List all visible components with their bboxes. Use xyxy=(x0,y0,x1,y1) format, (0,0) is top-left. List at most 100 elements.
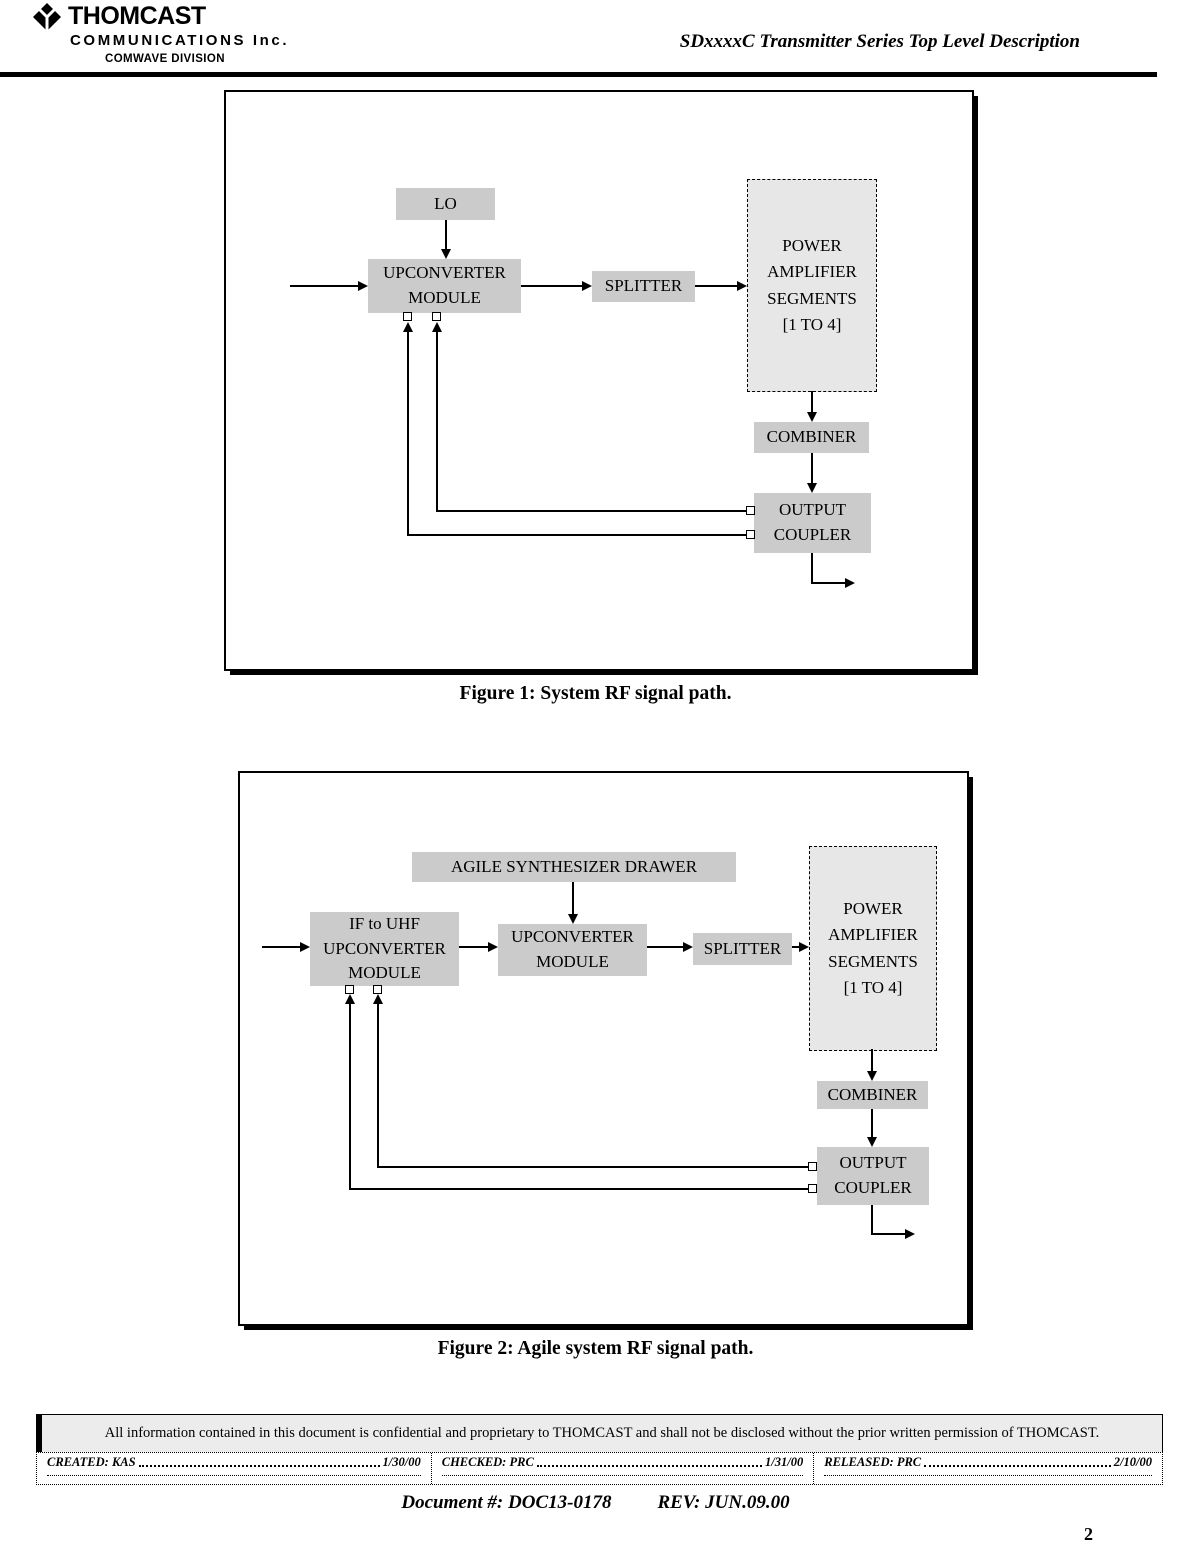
figure1-feedback-lower-line-h xyxy=(407,534,747,536)
figure2-upconverter-label-2: MODULE xyxy=(536,952,609,971)
figure2-combiner-label: COMBINER xyxy=(827,1084,918,1104)
figure2-splitter-pa-line xyxy=(792,946,799,948)
checked-label: CHECKED: PRC xyxy=(441,1455,534,1469)
figure2-agile-synthesizer-box: AGILE SYNTHESIZER DRAWER xyxy=(412,852,736,882)
figure2-if-label-3: MODULE xyxy=(348,963,421,983)
figure1-combiner-oc-line xyxy=(811,453,813,483)
figure2-pa-label-3: SEGMENTS xyxy=(828,951,918,971)
figure1-pa-label-3: SEGMENTS xyxy=(767,288,857,308)
figure2-combiner-box: COMBINER xyxy=(817,1081,928,1109)
created-leader xyxy=(138,1465,380,1467)
figure1-output-coupler-box: OUTPUT COUPLER xyxy=(754,493,871,553)
figure2-splitter-pa-arrowhead xyxy=(799,942,809,952)
figure2-input-arrowhead xyxy=(300,942,310,952)
figure1-output-line-v xyxy=(811,553,813,583)
figure1-upc-splitter-arrowhead xyxy=(582,281,592,291)
figure1-lo-box: LO xyxy=(396,188,495,220)
figure2-output-arrowhead xyxy=(905,1229,915,1239)
figure2-if-upc-arrowhead xyxy=(488,942,498,952)
created-date: 1/30/00 xyxy=(382,1455,421,1469)
figure2-feedback-right-line-v xyxy=(377,1002,379,1167)
figure2-if-upc-line xyxy=(459,946,488,948)
signoff-cell-checked: CHECKED: PRC 1/31/00 xyxy=(430,1453,814,1484)
figure1-upconverter-box: UPCONVERTER MODULE xyxy=(368,259,521,313)
figure2-splitter-label: SPLITTER xyxy=(703,938,782,958)
figure1-power-amplifier-box: POWER AMPLIFIER SEGMENTS [1 TO 4] xyxy=(747,179,877,392)
figure1-splitter-box: SPLITTER xyxy=(592,271,695,302)
figure2-combiner-oc-arrowhead xyxy=(867,1137,877,1147)
figure1-upc-port-left xyxy=(403,312,412,321)
figure2-combiner-oc-line xyxy=(871,1109,873,1137)
brand-name: THOMCAST xyxy=(68,2,206,30)
signoff-row: CREATED: KAS 1/30/00 CHECKED: PRC 1/31/0… xyxy=(36,1452,1163,1485)
figure1-upconverter-label-2: MODULE xyxy=(408,288,481,307)
figure1-oc-label-2: COUPLER xyxy=(773,525,852,544)
figure1-feedback-right-arrowhead xyxy=(432,322,442,332)
checked-date: 1/31/00 xyxy=(765,1455,804,1469)
brand-subtitle: COMMUNICATIONS Inc. xyxy=(70,32,290,49)
figure1-lo-arrowhead xyxy=(441,249,451,259)
figure1-splitter-pa-line xyxy=(695,285,737,287)
figure2-oc-label-2: COUPLER xyxy=(834,1178,912,1197)
document-title: SDxxxxC Transmitter Series Top Level Des… xyxy=(679,31,1080,52)
figure1-oc-port-upper xyxy=(746,506,755,515)
figure1-oc-label-1: OUTPUT xyxy=(778,500,847,520)
signoff-cell-released: RELEASED: PRC 2/10/00 xyxy=(813,1453,1162,1484)
figure2-if-port-right xyxy=(373,985,382,994)
figure2-upconverter-box: UPCONVERTER MODULE xyxy=(498,924,647,976)
figure1-output-line-h xyxy=(811,582,845,584)
figure1-pa-label-1: POWER xyxy=(782,235,842,255)
released-date: 2/10/00 xyxy=(1113,1455,1152,1469)
figure2-if-label-1: IF to UHF xyxy=(349,914,420,934)
figure2-if-label-2: UPCONVERTER xyxy=(323,938,446,958)
figure2-power-amplifier-box: POWER AMPLIFIER SEGMENTS [1 TO 4] xyxy=(809,846,937,1051)
figure1-pa-combiner-line xyxy=(811,391,813,412)
revision: REV: JUN.09.00 xyxy=(657,1492,790,1513)
figure1-lo-line xyxy=(445,220,447,250)
figure2-if-to-uhf-box: IF to UHF UPCONVERTER MODULE xyxy=(310,912,459,986)
figure1-pa-combiner-arrowhead xyxy=(807,412,817,422)
figure1-feedback-right-line-v xyxy=(436,330,438,511)
figure2-feedback-left-line-v xyxy=(349,1002,351,1189)
header-rule xyxy=(0,72,1157,77)
figure1-feedback-left-arrowhead xyxy=(403,322,413,332)
figure1-combiner-oc-arrowhead xyxy=(807,483,817,493)
figure2-agile-label: AGILE SYNTHESIZER DRAWER xyxy=(450,856,698,876)
figure2-agile-arrowhead xyxy=(568,914,578,924)
figure1-upc-port-right xyxy=(432,312,441,321)
created-label: CREATED: KAS xyxy=(47,1455,136,1469)
figure2-input-line xyxy=(262,946,300,948)
figure1-input-arrowhead xyxy=(358,281,368,291)
checked-leader xyxy=(536,1465,763,1467)
figure2-output-line-v xyxy=(871,1205,873,1234)
figure1-caption: Figure 1: System RF signal path. xyxy=(459,683,732,704)
figure2-output-coupler-box: OUTPUT COUPLER xyxy=(817,1147,929,1205)
figure2-agile-line xyxy=(572,882,574,914)
figure2-pa-label-2: AMPLIFIER xyxy=(828,925,918,945)
figure1-combiner-box: COMBINER xyxy=(754,422,869,453)
signoff-cell-created: CREATED: KAS 1/30/00 xyxy=(37,1453,431,1484)
figure1-pa-label-4: [1 TO 4] xyxy=(782,314,842,334)
figure2-pa-label-1: POWER xyxy=(843,898,903,918)
figure1-feedback-upper-line-h xyxy=(436,510,747,512)
figure2-upconverter-label-1: UPCONVERTER xyxy=(511,927,634,947)
figure2-pa-combiner-arrowhead xyxy=(867,1071,877,1081)
figure1-input-line xyxy=(290,285,358,287)
figure2-feedback-lower-line-h xyxy=(349,1188,809,1190)
figure2-oc-port-upper xyxy=(808,1162,817,1171)
figure2-if-port-left xyxy=(345,985,354,994)
page-number: 2 xyxy=(1084,1524,1093,1544)
figure1-combiner-label: COMBINER xyxy=(766,427,857,447)
brand-division: COMWAVE DIVISION xyxy=(105,53,225,65)
figure1-oc-port-lower xyxy=(746,530,755,539)
figure1-output-arrowhead xyxy=(845,578,855,588)
figure2-pa-label-4: [1 TO 4] xyxy=(843,977,903,997)
figure2-upc-splitter-arrowhead xyxy=(683,942,693,952)
thomcast-diamond-icon xyxy=(33,3,61,31)
released-label: RELEASED: PRC xyxy=(824,1455,922,1469)
figure2-upc-splitter-line xyxy=(647,946,683,948)
figure2-pa-combiner-line xyxy=(871,1049,873,1071)
figure2-oc-port-lower xyxy=(808,1184,817,1193)
